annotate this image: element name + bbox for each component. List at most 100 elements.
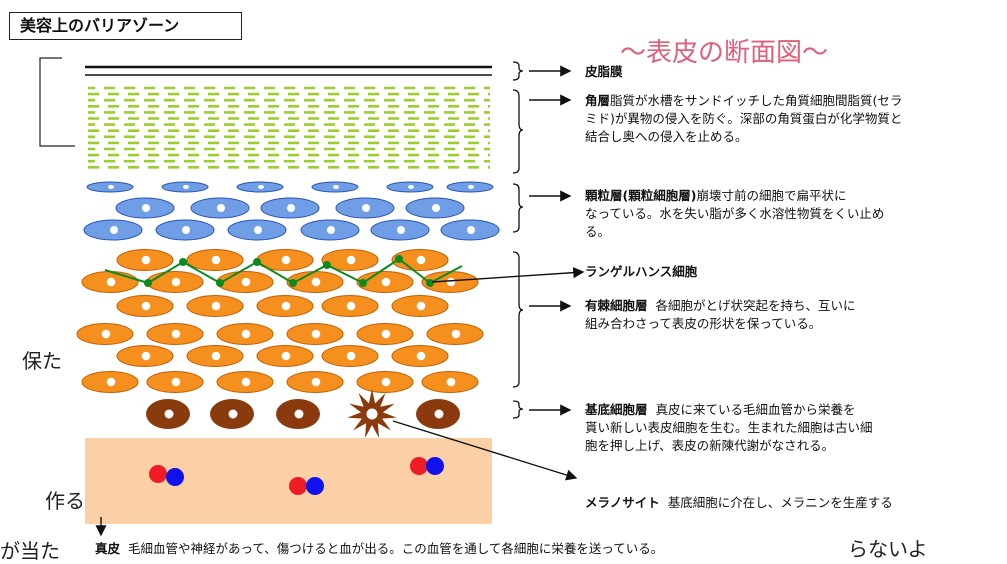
label-spinous: 有棘細胞層 各細胞がとげ状突起を持ち、互いに 組み合わさって表皮の形状を保ってい…	[585, 297, 1000, 333]
granular-nucleus	[217, 204, 225, 212]
spinous-nucleus	[241, 377, 251, 387]
basal-nucleus	[164, 409, 174, 419]
spinous-nucleus	[381, 277, 391, 287]
spinous-nucleus	[106, 277, 116, 287]
brace-basal	[512, 400, 524, 419]
dermis-desc: 毛細血管や神経があって、傷つけると血が出る。この血管を通して各細胞に栄養を送って…	[127, 541, 664, 556]
arrow-langerhans	[431, 267, 585, 283]
spinous-nucleus	[171, 377, 181, 387]
granular-desc-1: 崩壊寸前の細胞で扁平状に	[696, 188, 847, 203]
granular-layer	[83, 181, 500, 241]
spinous-nucleus	[311, 329, 321, 339]
layer-braces	[512, 61, 524, 419]
title-text: 美容上のバリアゾーン	[20, 16, 180, 35]
granular-nucleus	[182, 226, 190, 234]
granular-nucleus	[142, 204, 150, 212]
layer-arrows	[95, 65, 585, 537]
spinous-nucleus	[211, 351, 221, 361]
label-melanocyte: メラノサイト 基底細胞に介在し、メラニンを生産する	[585, 494, 893, 512]
basal-name: 基底細胞層	[585, 402, 648, 417]
stratum-corneum-layer	[88, 86, 490, 169]
granular-nucleus	[333, 185, 339, 189]
langerhans-node	[289, 279, 297, 287]
title-box: 美容上のバリアゾーン	[9, 12, 242, 40]
red-blood-cell-3	[410, 457, 428, 475]
spinous-nucleus	[281, 351, 291, 361]
spinous-nucleus	[416, 301, 426, 311]
granular-nucleus	[254, 226, 262, 234]
basal-desc-2: 貰い新しい表皮細胞を生む。生まれた細胞は古い細	[585, 420, 873, 435]
basal-nucleus	[228, 409, 238, 419]
barrier-zone-bracket	[39, 57, 75, 147]
spinous-nucleus	[141, 301, 151, 311]
granular-nucleus	[408, 185, 414, 189]
spinous-nucleus	[281, 301, 291, 311]
corneum-name: 角層	[585, 93, 611, 108]
granular-name: 顆粒層(顆粒細胞層)	[585, 188, 697, 203]
spinous-nucleus	[346, 255, 356, 265]
basal-nucleus	[294, 409, 304, 419]
spinous-nucleus	[241, 329, 251, 339]
basal-desc-3: 胞を押し上げ、表皮の新陳代謝がなされる。	[585, 438, 835, 453]
spinous-nucleus	[211, 301, 221, 311]
spinous-desc-2: 組み合わさって表皮の形状を保っている。	[585, 316, 822, 331]
spinous-nucleus	[446, 377, 456, 387]
spinous-nucleus	[346, 351, 356, 361]
granular-nucleus	[468, 185, 474, 189]
granular-nucleus	[108, 185, 114, 189]
brace-corneum	[512, 89, 524, 174]
granular-nucleus	[110, 226, 118, 234]
granular-nucleus	[397, 226, 405, 234]
dermis-name: 真皮	[95, 541, 121, 556]
langerhans-node	[179, 258, 187, 266]
basal-desc-1: 真皮に来ている毛細血管から栄養を	[655, 402, 856, 417]
label-corneum: 角層脂質が水槽をサンドイッチした角質細胞間脂質(セラ ミド)が異物の侵入を防ぐ。…	[585, 92, 1000, 146]
blue-blood-cell-2	[306, 477, 324, 495]
spinous-nucleus	[381, 329, 391, 339]
spinous-nucleus	[451, 329, 461, 339]
cut-text-4: らないよ	[848, 537, 928, 561]
cut-text-3: が当た	[0, 539, 60, 563]
blood-cells	[149, 457, 444, 495]
brace-granular	[512, 183, 524, 233]
granular-desc-3: る。	[585, 224, 611, 239]
label-basal: 基底細胞層 真皮に来ている毛細血管から栄養を 貰い新しい表皮細胞を生む。生まれた…	[585, 401, 1000, 455]
spinous-nucleus	[171, 329, 181, 339]
melanocyte-desc: 基底細胞に介在し、メラニンを生産する	[667, 495, 893, 510]
basal-nucleus	[434, 409, 444, 419]
corneum-desc-2: ミド)が異物の侵入を防ぐ。深部の角質蛋白が化学物質と	[585, 111, 903, 126]
spinous-nucleus	[141, 351, 151, 361]
brace-sebum	[512, 61, 524, 81]
langerhans-node	[426, 279, 434, 287]
label-langerhans: ランゲルハンス細胞	[585, 264, 698, 279]
spinous-nucleus	[416, 351, 426, 361]
red-blood-cell-1	[149, 465, 167, 483]
spinous-nucleus	[211, 255, 221, 265]
cut-text-2: 作る	[45, 489, 85, 513]
corneum-desc-1: 脂質が水槽をサンドイッチした角質細胞間脂質(セラ	[610, 93, 903, 108]
blue-blood-cell-1	[166, 468, 184, 486]
langerhans-node	[395, 255, 403, 263]
corneum-desc-3: 結合し奥への侵入を止める。	[585, 129, 748, 144]
spinous-nucleus	[311, 377, 321, 387]
blue-blood-cell-3	[426, 457, 444, 475]
langerhans-node	[216, 279, 224, 287]
spinous-name: 有棘細胞層	[585, 298, 648, 313]
melanocyte-nucleus	[366, 408, 378, 420]
granular-nucleus	[258, 185, 264, 189]
cut-text-1: 保た	[22, 349, 62, 373]
label-sebum: 皮脂膜	[585, 63, 623, 81]
melanocyte-name: メラノサイト	[585, 495, 660, 510]
spinous-layer	[76, 249, 484, 393]
spinous-nucleus	[106, 377, 116, 387]
spinous-nucleus	[141, 255, 151, 265]
diagram-heading: 〜表皮の断面図〜	[620, 38, 829, 68]
langerhans-node	[359, 279, 367, 287]
granular-nucleus	[327, 226, 335, 234]
sebum-name: 皮脂膜	[585, 64, 623, 79]
spinous-nucleus	[446, 277, 456, 287]
spinous-nucleus	[101, 329, 111, 339]
red-blood-cell-2	[289, 477, 307, 495]
granular-nucleus	[467, 226, 475, 234]
